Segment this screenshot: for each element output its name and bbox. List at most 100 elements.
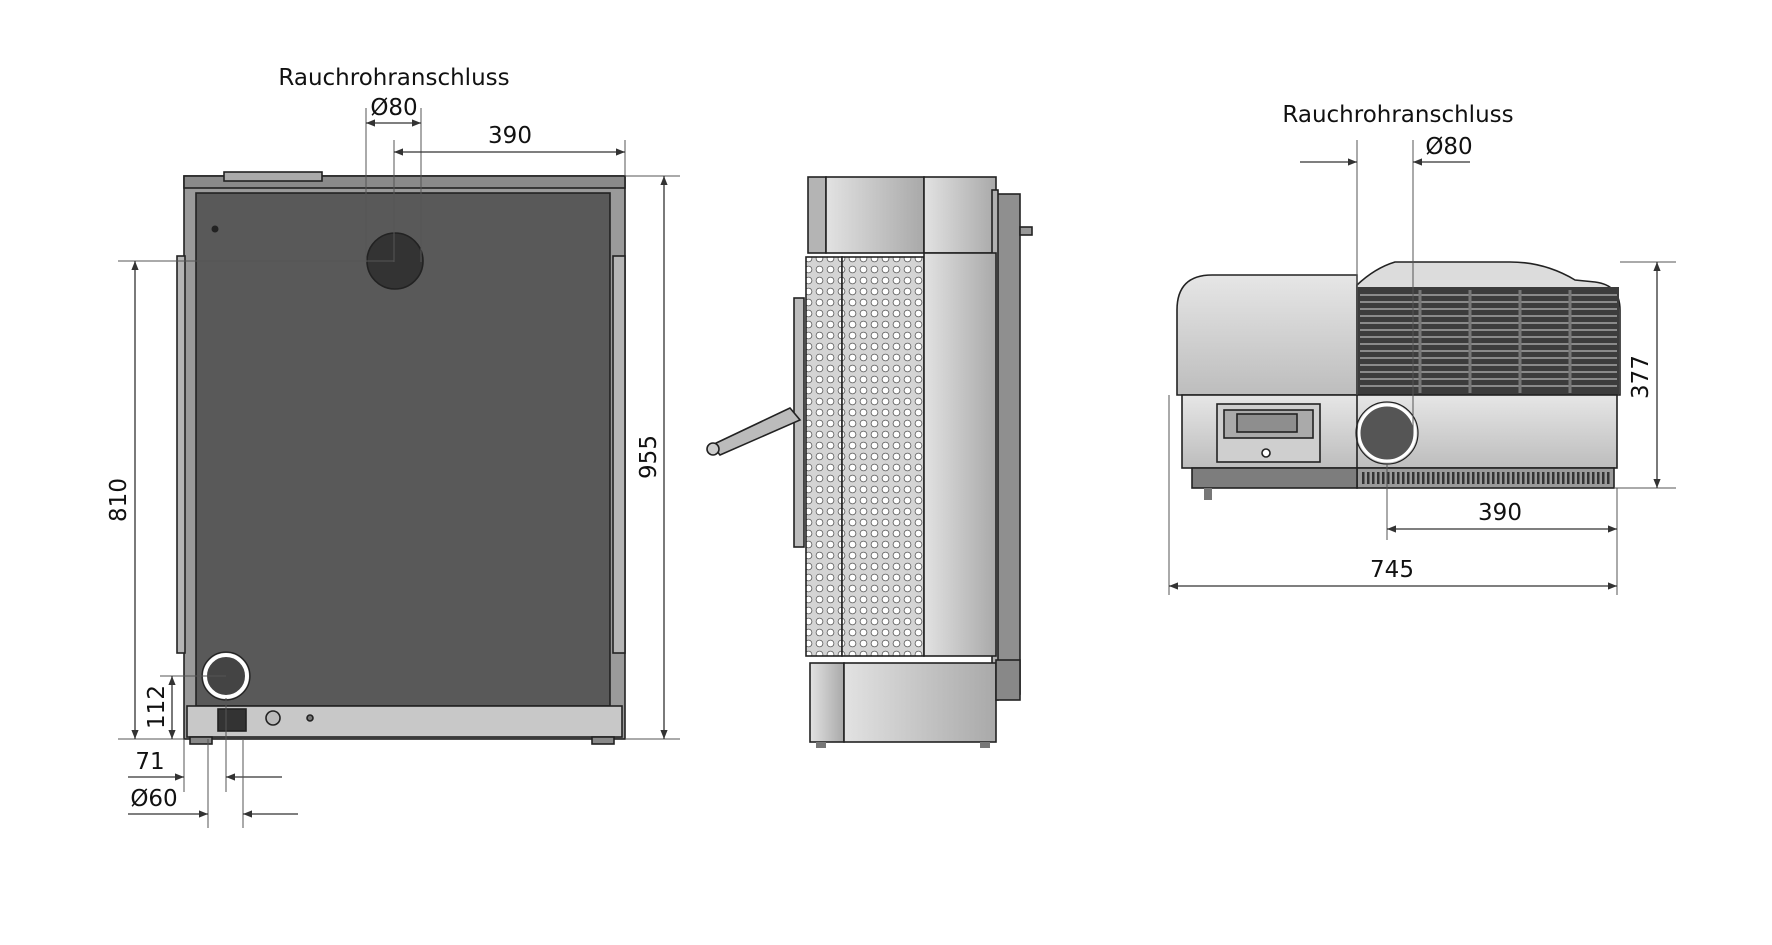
top-vent-slots <box>1362 472 1610 484</box>
side-door-handle <box>710 407 802 456</box>
vent-slot <box>1577 472 1580 484</box>
rear-left-flange <box>176 255 186 654</box>
top-left-base <box>1191 467 1358 489</box>
top-vent-strip <box>1356 467 1615 489</box>
vent-slot <box>1527 472 1530 484</box>
vent-slot <box>1562 472 1565 484</box>
rear-socket-icon <box>217 708 247 732</box>
vent-slot <box>1542 472 1545 484</box>
side-foot-left <box>816 742 826 748</box>
rear-outlet-diameter: Ø60 <box>130 786 177 812</box>
rear-flue-offset: 390 <box>488 123 532 149</box>
rear-screw-icon <box>211 225 219 233</box>
top-display-button <box>1261 448 1271 458</box>
vent-slot <box>1397 472 1400 484</box>
vent-slot <box>1492 472 1495 484</box>
vent-slot <box>1497 472 1500 484</box>
top-bracket <box>1204 488 1212 500</box>
side-column <box>923 252 997 657</box>
side-perforated-front <box>805 256 843 657</box>
side-top-cover <box>923 176 997 254</box>
vent-slot <box>1432 472 1435 484</box>
vent-slot <box>1422 472 1425 484</box>
vent-slot <box>1477 472 1480 484</box>
vent-slot <box>1582 472 1585 484</box>
vent-slot <box>1387 472 1390 484</box>
rear-outlet-offset: 71 <box>135 749 164 775</box>
vent-slot <box>1407 472 1410 484</box>
rear-foot-left <box>189 736 213 745</box>
side-base-bracket <box>995 659 1021 701</box>
vent-slot <box>1442 472 1445 484</box>
side-connector <box>1019 226 1033 236</box>
vent-slot <box>1467 472 1470 484</box>
vent-slot <box>1537 472 1540 484</box>
rear-flue-height: 810 <box>106 478 132 522</box>
rear-base <box>186 705 623 738</box>
side-handle-knob <box>706 442 720 456</box>
side-view <box>706 176 1033 748</box>
rear-foot-right <box>591 736 615 745</box>
rear-total-height: 955 <box>636 435 662 479</box>
vent-slot <box>1402 472 1405 484</box>
vent-slot <box>1452 472 1455 484</box>
vent-slot <box>1587 472 1590 484</box>
top-flue-label: Rauchrohranschluss <box>1282 102 1513 128</box>
vent-slot <box>1547 472 1550 484</box>
top-left-cover <box>1176 274 1358 396</box>
side-top-block <box>825 176 925 254</box>
vent-slot <box>1507 472 1510 484</box>
top-view: Rauchrohranschluss Ø80 377 390 745 <box>1168 102 1676 595</box>
vent-slot <box>1512 472 1515 484</box>
vent-slot <box>1472 472 1475 484</box>
top-flue-offset: 390 <box>1478 500 1522 526</box>
side-perforated-panel <box>841 256 925 657</box>
rear-connector-icon <box>265 710 281 726</box>
vent-slot <box>1392 472 1395 484</box>
side-back-plate <box>995 193 1021 695</box>
vent-slot <box>1362 472 1365 484</box>
vent-slot <box>1557 472 1560 484</box>
rear-flue-diameter: Ø80 <box>370 95 417 121</box>
vent-slot <box>1427 472 1430 484</box>
top-flue-outlet <box>1357 403 1417 463</box>
top-depth: 377 <box>1628 355 1654 399</box>
top-grille-slats <box>1360 290 1617 393</box>
vent-slot <box>1532 472 1535 484</box>
rear-right-flange <box>612 255 626 654</box>
vent-slot <box>1447 472 1450 484</box>
vent-slot <box>1517 472 1520 484</box>
rear-outlet-height: 112 <box>144 685 170 729</box>
vent-slot <box>1592 472 1595 484</box>
top-flue-diameter: Ø80 <box>1425 134 1472 160</box>
vent-slot <box>1377 472 1380 484</box>
vent-slot <box>1382 472 1385 484</box>
side-top-block-left <box>807 176 827 254</box>
vent-slot <box>1572 472 1575 484</box>
vent-slot <box>1607 472 1610 484</box>
side-base <box>843 662 997 743</box>
vent-slot <box>1437 472 1440 484</box>
vent-slot <box>1522 472 1525 484</box>
vent-slot <box>1367 472 1370 484</box>
rear-hinge <box>223 171 323 182</box>
top-grille <box>1357 287 1619 395</box>
top-display-inner <box>1236 413 1298 433</box>
side-base-left <box>809 662 845 743</box>
vent-slot <box>1502 472 1505 484</box>
rear-flue-label: Rauchrohranschluss <box>278 65 509 91</box>
side-foot-right <box>980 742 990 748</box>
vent-slot <box>1597 472 1600 484</box>
vent-slot <box>1487 472 1490 484</box>
vent-slot <box>1457 472 1460 484</box>
vent-slot <box>1412 472 1415 484</box>
rear-view: Rauchrohranschluss Ø80 390 955 810 112 7… <box>106 65 680 828</box>
vent-slot <box>1567 472 1570 484</box>
vent-slot <box>1417 472 1420 484</box>
vent-slot <box>1372 472 1375 484</box>
vent-slot <box>1462 472 1465 484</box>
vent-slot <box>1552 472 1555 484</box>
vent-slot <box>1602 472 1605 484</box>
vent-slot <box>1482 472 1485 484</box>
